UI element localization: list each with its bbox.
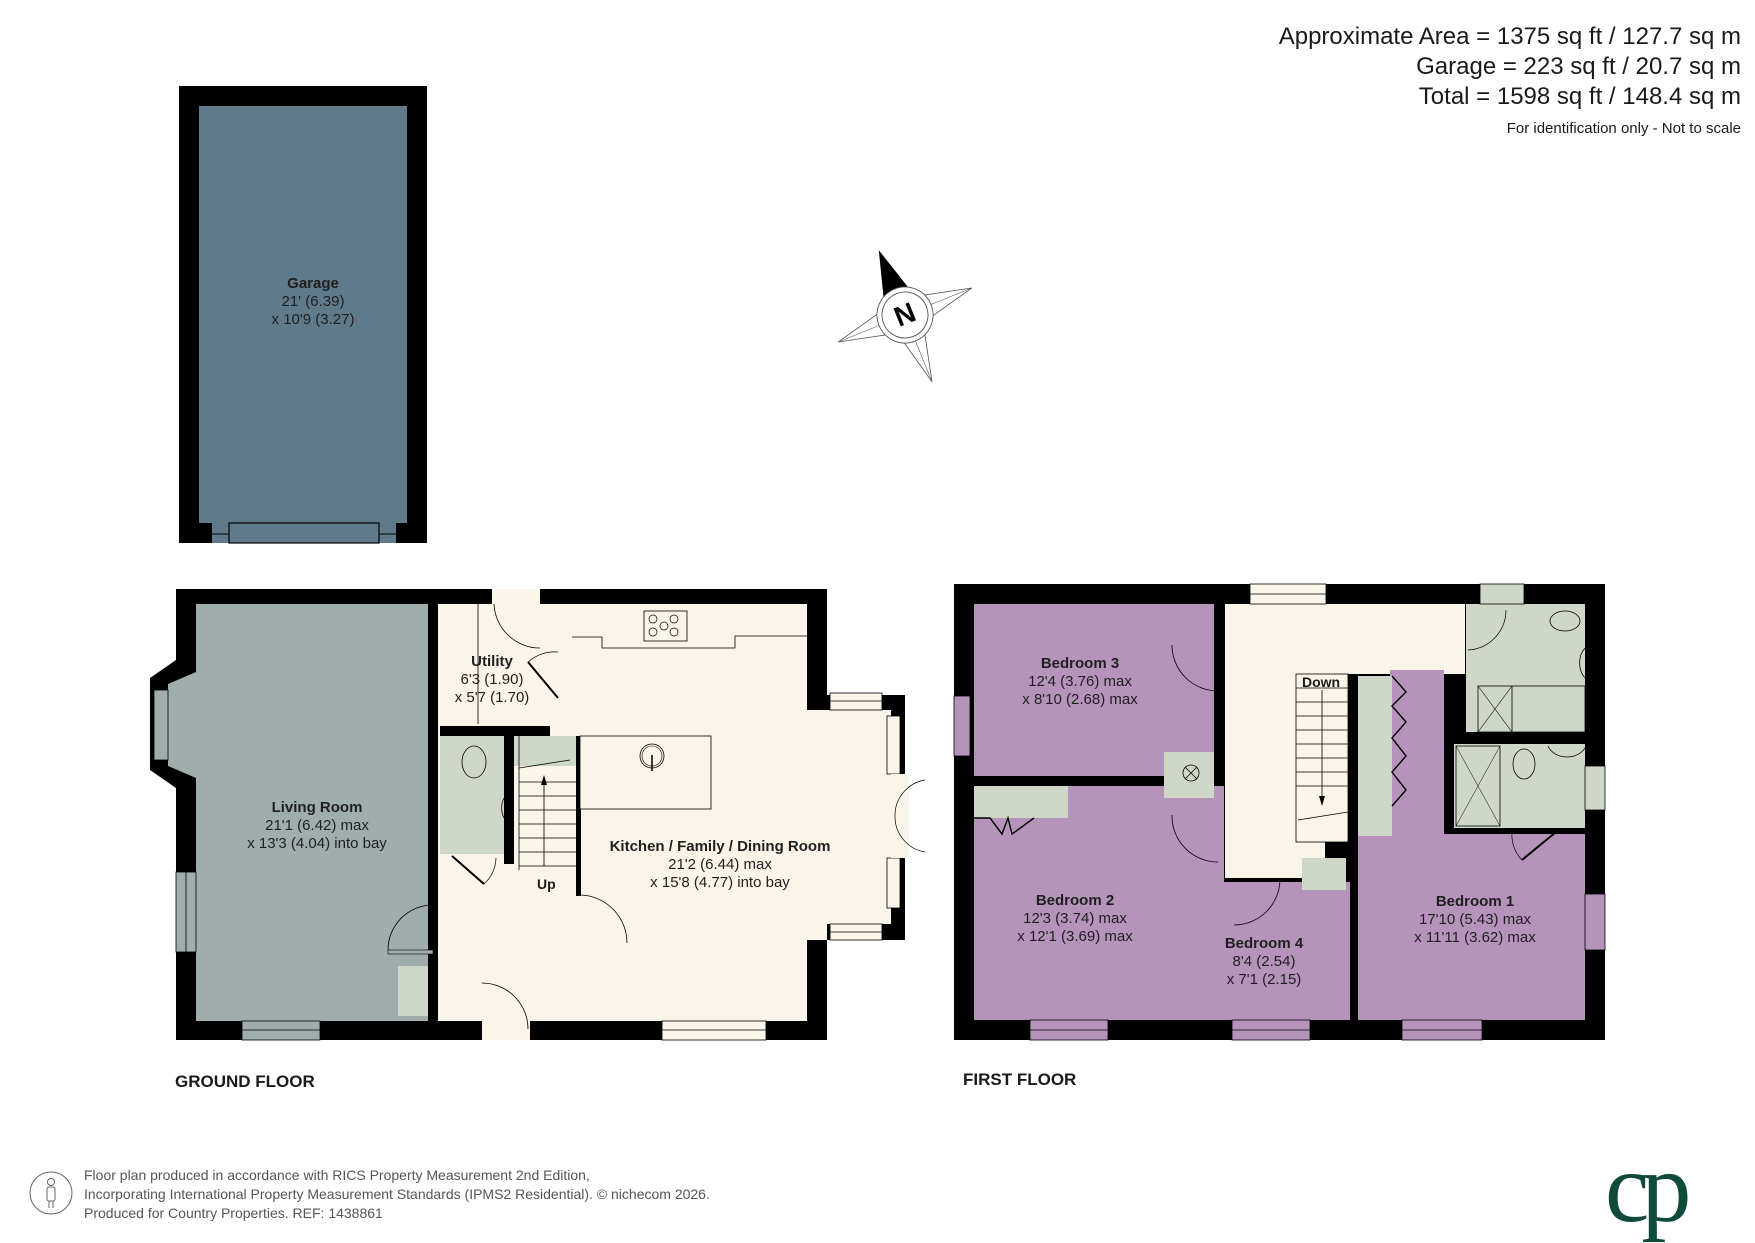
room-dimension: 21'1 (6.42) max xyxy=(265,817,369,834)
first-floor-plan xyxy=(953,583,1606,1041)
room-name: Bedroom 2 xyxy=(1035,892,1115,909)
room-dimension: x 15'8 (4.77) into bay xyxy=(650,874,790,891)
room-dimension: 8'4 (2.54) xyxy=(1232,953,1296,970)
bedroom-1-label: Bedroom 1 17'10 (5.43) max x 11'11 (3.62… xyxy=(1414,893,1536,947)
garage-area: Garage = 223 sq ft / 20.7 sq m xyxy=(1416,53,1741,80)
compass-rose-icon: N xyxy=(838,250,972,382)
ground-floor-plan xyxy=(150,589,926,1041)
total-area: Total = 1598 sq ft / 148.4 sq m xyxy=(1418,83,1741,110)
room-name: Bedroom 4 xyxy=(1224,935,1304,952)
room-name: Utility xyxy=(471,653,513,670)
room-dimension: x 11'11 (3.62) max xyxy=(1414,929,1536,946)
room-dimension: x 12'1 (3.69) max xyxy=(1017,928,1133,945)
bedroom-4-label: Bedroom 4 8'4 (2.54) x 7'1 (2.15) xyxy=(1225,935,1303,989)
bedroom-2-label: Bedroom 2 12'3 (3.74) max x 12'1 (3.69) … xyxy=(1017,892,1132,946)
utility-label: Utility 6'3 (1.90) x 5'7 (1.70) xyxy=(455,653,530,707)
room-name: Bedroom 3 xyxy=(1040,655,1120,672)
area-summary: Approximate Area = 1375 sq ft / 127.7 sq… xyxy=(1279,22,1741,137)
room-dimension: x 13'3 (4.04) into bay xyxy=(247,835,387,852)
approximate-area: Approximate Area = 1375 sq ft / 127.7 sq… xyxy=(1278,23,1741,50)
room-dimension: x 5'7 (1.70) xyxy=(454,689,530,706)
footer-disclaimer: Floor plan produced in accordance with R… xyxy=(84,1166,710,1223)
footer-line-2: Incorporating International Property Mea… xyxy=(84,1186,710,1202)
stairs-up-label: Up xyxy=(537,876,556,892)
room-dimension: 21' (6.39) xyxy=(281,293,345,310)
room-dimension: 12'3 (3.74) max xyxy=(1023,910,1127,927)
bedroom-3-label: Bedroom 3 12'4 (3.76) max x 8'10 (2.68) … xyxy=(1022,655,1137,709)
room-dimension: x 8'10 (2.68) max xyxy=(1022,691,1138,708)
room-name: Garage xyxy=(287,275,339,292)
ground-floor-title: GROUND FLOOR xyxy=(175,1072,315,1091)
room-dimension: x 7'1 (2.15) xyxy=(1226,971,1302,988)
garage-block xyxy=(179,86,427,544)
stairs-down-label: Down xyxy=(1302,674,1341,690)
room-name: Living Room xyxy=(271,799,363,816)
garage-label: Garage 21' (6.39) x 10'9 (3.27) xyxy=(272,275,355,329)
living-room-label: Living Room 21'1 (6.42) max x 13'3 (4.04… xyxy=(247,799,387,853)
room-dimension: 21'2 (6.44) max xyxy=(668,856,772,873)
first-floor-title: FIRST FLOOR xyxy=(963,1070,1077,1089)
room-dimension: 6'3 (1.90) xyxy=(460,671,524,688)
footer-line-3: Produced for Country Properties. REF: 14… xyxy=(84,1205,383,1221)
room-dimension: x 10'9 (3.27) xyxy=(271,311,355,328)
kitchen-label: Kitchen / Family / Dining Room 21'2 (6.4… xyxy=(610,838,831,892)
room-name: Kitchen / Family / Dining Room xyxy=(609,838,831,855)
room-dimension: 12'4 (3.76) max xyxy=(1028,673,1132,690)
scale-note: For identification only - Not to scale xyxy=(1506,120,1741,137)
room-name: Bedroom 1 xyxy=(1435,893,1515,910)
room-dimension: 17'10 (5.43) max xyxy=(1418,911,1532,928)
country-properties-logo: cp xyxy=(1605,1132,1691,1243)
person-scale-icon xyxy=(29,1171,73,1215)
footer-line-1: Floor plan produced in accordance with R… xyxy=(84,1167,590,1183)
